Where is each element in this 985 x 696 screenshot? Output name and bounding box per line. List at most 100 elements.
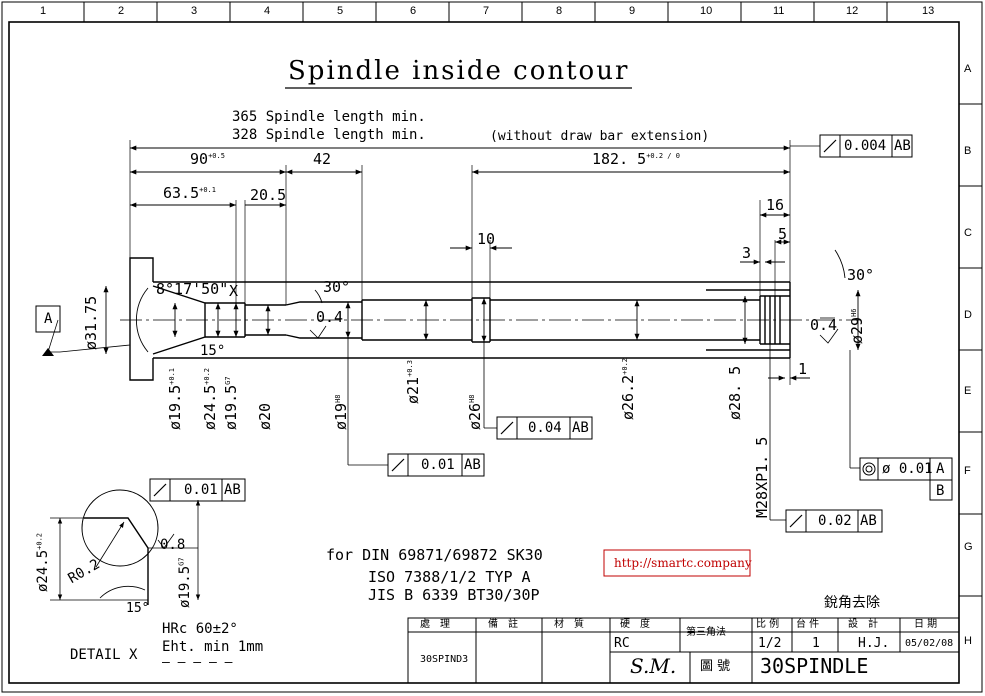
dia-31-75: ø31.75 — [82, 295, 100, 350]
surface-finish-mark-right — [819, 328, 839, 344]
fcf-value: 0.01 — [421, 457, 455, 473]
tb-header-hardness: 硬 度 — [620, 619, 650, 630]
standard-iso: ISO 7388/1/2 TYP A — [368, 568, 531, 586]
tb-header-date: 日 期 — [914, 619, 938, 630]
dash-line-note: — — — — — — [162, 655, 233, 670]
tb-header-material: 材 質 — [554, 619, 584, 630]
fcf-value: 0.01 — [184, 482, 218, 498]
tb-drawing-no-label: 圖 號 — [700, 659, 731, 674]
title-block-grid — [407, 617, 960, 684]
detail-marker-x: X — [229, 282, 239, 300]
surface-finish-mark-left — [309, 325, 327, 339]
tb-scale: 1/2 — [758, 636, 782, 651]
col-label: 5 — [337, 5, 344, 17]
row-label: H — [964, 635, 972, 647]
tb-header-qty: 台 件 — [796, 619, 820, 630]
hardening-depth-note: Eht. min 1mm — [162, 639, 264, 655]
fcf-value: ø 0.01 — [882, 461, 933, 477]
link-box — [603, 549, 751, 577]
dim-63-5: 63.5+0.1 — [163, 184, 216, 202]
dim-90: 90+0.5 — [190, 150, 225, 168]
dim-182-5: 182. 5+0.2 / 0 — [592, 150, 680, 168]
tb-file: 30SPIND3 — [420, 654, 469, 665]
col-label: 6 — [410, 5, 417, 17]
dim-1: 1 — [798, 360, 808, 378]
row-label: B — [964, 145, 972, 157]
hardness-note: HRc 60±2° — [162, 621, 238, 637]
dim-5: 5 — [778, 225, 788, 243]
fcf-datum: A — [936, 461, 945, 477]
concentricity-icon — [862, 462, 876, 476]
detail-dia-24-5: ø24.5+0.2 — [35, 532, 51, 592]
extension-lines — [129, 140, 791, 385]
fcf-datum: B — [936, 483, 945, 499]
angle-30-right: 30° — [847, 266, 875, 284]
radius-0-4-right: 0.4 — [810, 316, 838, 334]
leader-lines — [47, 145, 860, 521]
row-label: G — [964, 541, 973, 553]
tb-header-note: 備 註 — [488, 619, 518, 630]
spindle-contour — [129, 257, 791, 381]
datum-a: A — [44, 311, 53, 327]
dia-19-5-g7: ø19.5G7 — [222, 376, 240, 430]
thread-m28: M28XP1. 5 — [753, 436, 771, 518]
fcf-datum: AB — [224, 482, 241, 498]
row-label: E — [964, 385, 972, 397]
dia-26: ø26H8 — [466, 394, 484, 430]
datum-symbol-a — [48, 344, 131, 353]
dia-19-5-tol01: ø19.5+0.1 — [166, 367, 184, 430]
radius-0-4-left: 0.4 — [316, 308, 344, 326]
fcf-value: 0.02 — [818, 513, 852, 529]
dim-3: 3 — [742, 244, 752, 262]
runout-icons — [153, 139, 837, 528]
dim-16: 16 — [766, 196, 785, 214]
tb-header-design: 設 計 — [848, 619, 878, 630]
detail-x-label: DETAIL X — [70, 647, 138, 663]
angle-15: 15° — [200, 343, 226, 359]
fcf-value: 0.004 — [844, 138, 887, 154]
standard-din: for DIN 69871/69872 SK30 — [326, 546, 543, 564]
row-label: D — [964, 309, 972, 321]
col-label: 3 — [191, 5, 198, 17]
dia-28-5: ø28. 5 — [726, 365, 744, 420]
tb-date: 05/02/08 — [905, 638, 954, 649]
company-link[interactable]: http://smartc.company — [614, 556, 752, 570]
tb-drawing-no: 30SPINDLE — [760, 654, 869, 678]
note-length-min-no-drawbar: 328 Spindle length min. — [232, 127, 426, 143]
dim-20-5: 20.5 — [250, 186, 287, 204]
col-label: 7 — [483, 5, 490, 17]
dia-19: ø19H8 — [332, 394, 350, 430]
col-label: 8 — [556, 5, 563, 17]
dimension-lines — [103, 145, 861, 381]
fcf-datum: AB — [894, 138, 911, 154]
dia-20: ø20 — [256, 402, 274, 430]
deburr-note: 銳角去除 — [824, 595, 880, 611]
detail-dia-19-5: ø19.5G7 — [177, 557, 193, 608]
border-ticks — [83, 2, 982, 597]
standard-jis: JIS B 6339 BT30/30P — [368, 586, 540, 604]
detail-angle-15: 15° — [126, 601, 150, 616]
dia-24-5: ø24.5+0.2 — [201, 367, 219, 430]
col-label: 9 — [629, 5, 636, 17]
col-label: 13 — [922, 5, 935, 17]
fcf-datum: AB — [860, 513, 877, 529]
note-length-min: 365 Spindle length min. — [232, 109, 426, 125]
fcf-datum: AB — [464, 457, 481, 473]
col-label: 12 — [846, 5, 859, 17]
detail-x-view — [50, 489, 201, 605]
tb-company: S.M. — [630, 654, 677, 678]
tb-header-process: 處 理 — [420, 619, 450, 630]
col-label: 4 — [264, 5, 271, 17]
tb-qty: 1 — [812, 636, 820, 651]
col-label: 11 — [773, 5, 785, 17]
col-label: 1 — [40, 5, 47, 17]
fcf-datum: AB — [572, 420, 589, 436]
drawing-title: Spindle inside contour — [288, 56, 630, 86]
detail-radius-0-8: 0.8 — [160, 537, 186, 553]
tb-header-projection: 第三角法 — [686, 627, 726, 638]
dia-21: ø21+0.3 — [404, 360, 422, 404]
row-label: A — [964, 63, 972, 75]
dim-10: 10 — [477, 230, 496, 248]
fcf-value: 0.04 — [528, 420, 562, 436]
